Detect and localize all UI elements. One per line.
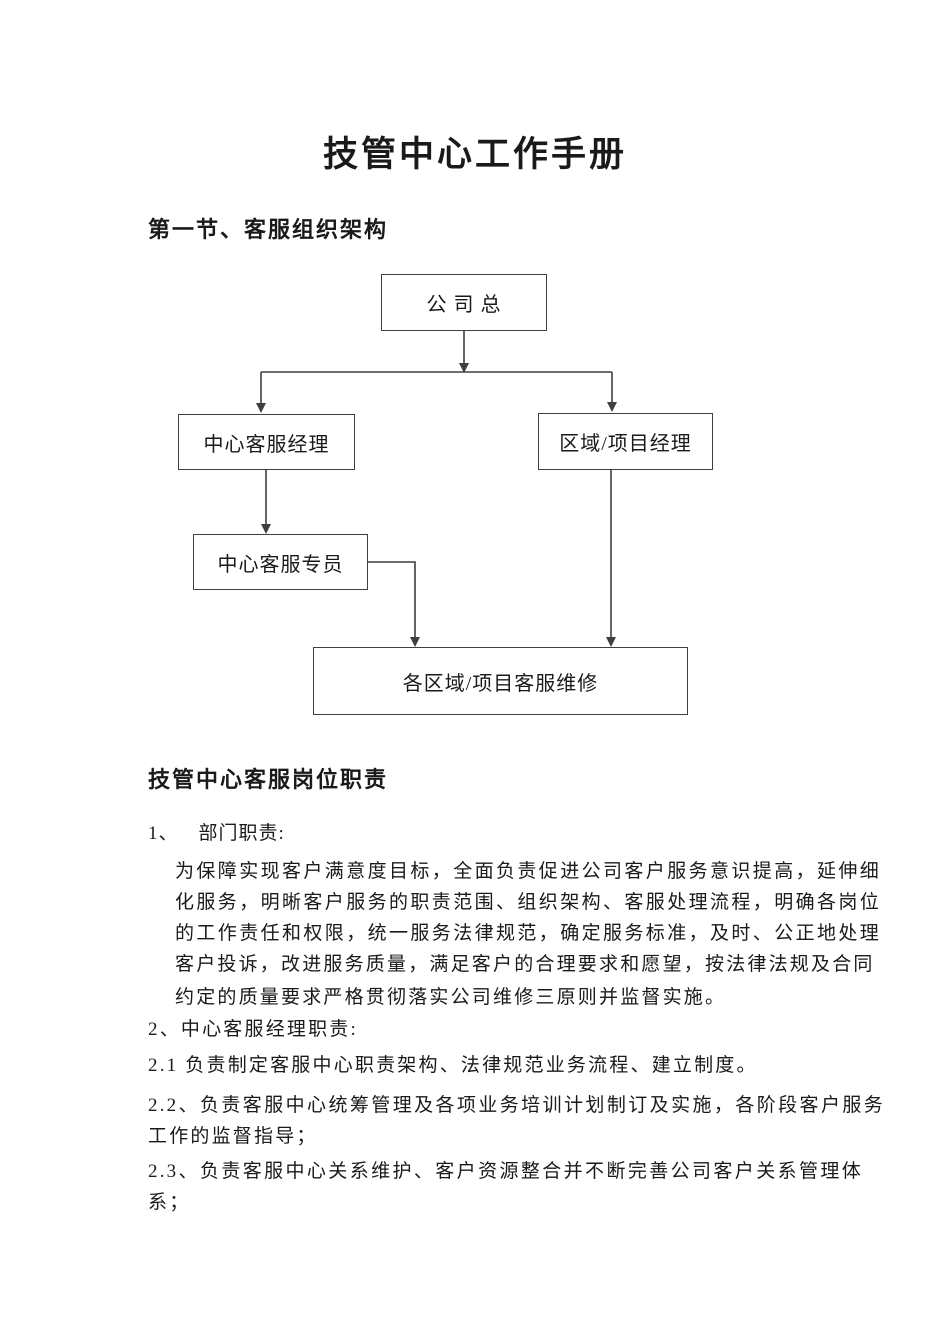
item-1-number: 1、 xyxy=(148,823,179,844)
item-2-heading: 2、中心客服经理职责: xyxy=(148,1019,358,1040)
arrowhead-top-junction xyxy=(459,363,469,373)
item-1-label: 1、 部门职责: xyxy=(148,818,285,845)
org-node-center-service-specialist: 中心客服专员 xyxy=(193,534,368,590)
department-duties-paragraph: 为保障实现客户满意度目标，全面负责促进公司客户服务意识提高，延伸细化服务，明晰客… xyxy=(175,861,881,975)
item-2-3-text: 2.3、负责客服中心关系维护、客户资源整合并不断完善公司客户关系管理体系； xyxy=(148,1161,863,1213)
document-title: 技管中心工作手册 xyxy=(322,135,627,174)
item-1-title: 部门职责: xyxy=(198,823,285,844)
section-heading-org-structure: 第一节、客服组织架构 xyxy=(148,217,389,242)
arrowhead-region-bottom xyxy=(606,637,616,647)
department-duties-paragraph-continued: 约定的质量要求严格贯彻落实公司维修三原则并监督实施。 xyxy=(175,987,727,1008)
arrowhead-specialist-bottom xyxy=(410,637,420,647)
item-2-1-text: 2.1 负责制定客服中心职责架构、法律规范业务流程、建立制度。 xyxy=(148,1055,758,1076)
section-heading-duties: 技管中心客服岗位职责 xyxy=(148,767,389,792)
arrowhead-left-branch xyxy=(256,403,266,413)
item-2-2-text: 2.2、负责客服中心统筹管理及各项业务培训计划制订及实施，各阶段客户服务工作的监… xyxy=(148,1095,885,1147)
org-node-region-service-repair: 各区域/项目客服维修 xyxy=(313,647,688,715)
arrowhead-right-branch xyxy=(607,402,617,412)
connector-specialist-bottom xyxy=(368,561,416,637)
org-node-company: 公 司 总 xyxy=(381,274,547,331)
arrowhead-specialist xyxy=(261,524,271,534)
org-node-center-service-manager: 中心客服经理 xyxy=(178,414,355,470)
org-node-region-project-manager: 区域/项目经理 xyxy=(538,413,713,470)
